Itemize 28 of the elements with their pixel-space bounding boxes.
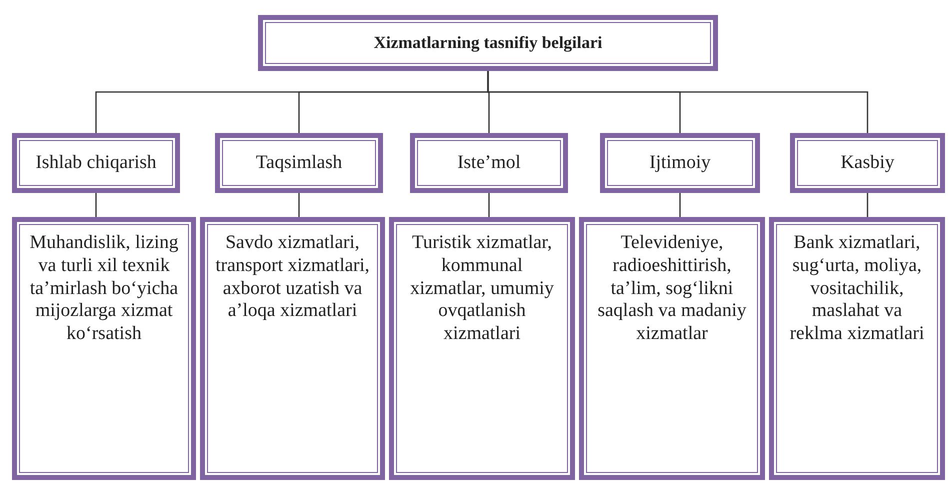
description-text: Savdo xizmatlari, transport xizmatlari, axborot uzatish va a’loqa xizmatlari [215,232,370,324]
category-label: Iste’mol [457,152,521,174]
category-box [410,133,568,193]
description-box [389,217,575,480]
category-box [600,133,760,193]
category-label: Taqsimlash [256,152,342,174]
connector-line [298,193,300,217]
description-text: Bank xizmatlari, sug‘urta, moliya, vositachilik, maslahat va reklma xizmatlari [788,232,926,346]
description-box [200,217,385,480]
description-text: Muhandislik, lizing va turli xil texnik ta’mirlash bo‘yicha mijozlarga xizmat ko‘rsatish [28,232,180,346]
category-label: Kasbiy [840,152,894,174]
description-text: Turistik xizmatlar, kommunal xizmatlar, umumiy ovqatlanish xizmatlari [409,232,555,346]
category-label: Ijtimoiy [649,152,711,174]
connector-line [487,71,868,133]
category-box [12,133,180,193]
connector-line [679,193,681,217]
description-box [579,217,765,480]
description-box [769,217,945,480]
heading: Xizmatlarning tasnifiy belgilari [374,32,602,54]
connector-line [95,193,97,217]
connector-line [488,193,490,217]
description-text: Televideniye, radioeshittirish, ta’lim, sog‘likni saqlash va madaniy xizmatlar [596,232,748,346]
description-box [12,217,196,480]
category-label: Ishlab chiqarish [36,152,156,174]
category-box [215,133,383,193]
title-box [258,15,718,71]
connector-line [866,193,868,217]
category-box [790,133,945,193]
